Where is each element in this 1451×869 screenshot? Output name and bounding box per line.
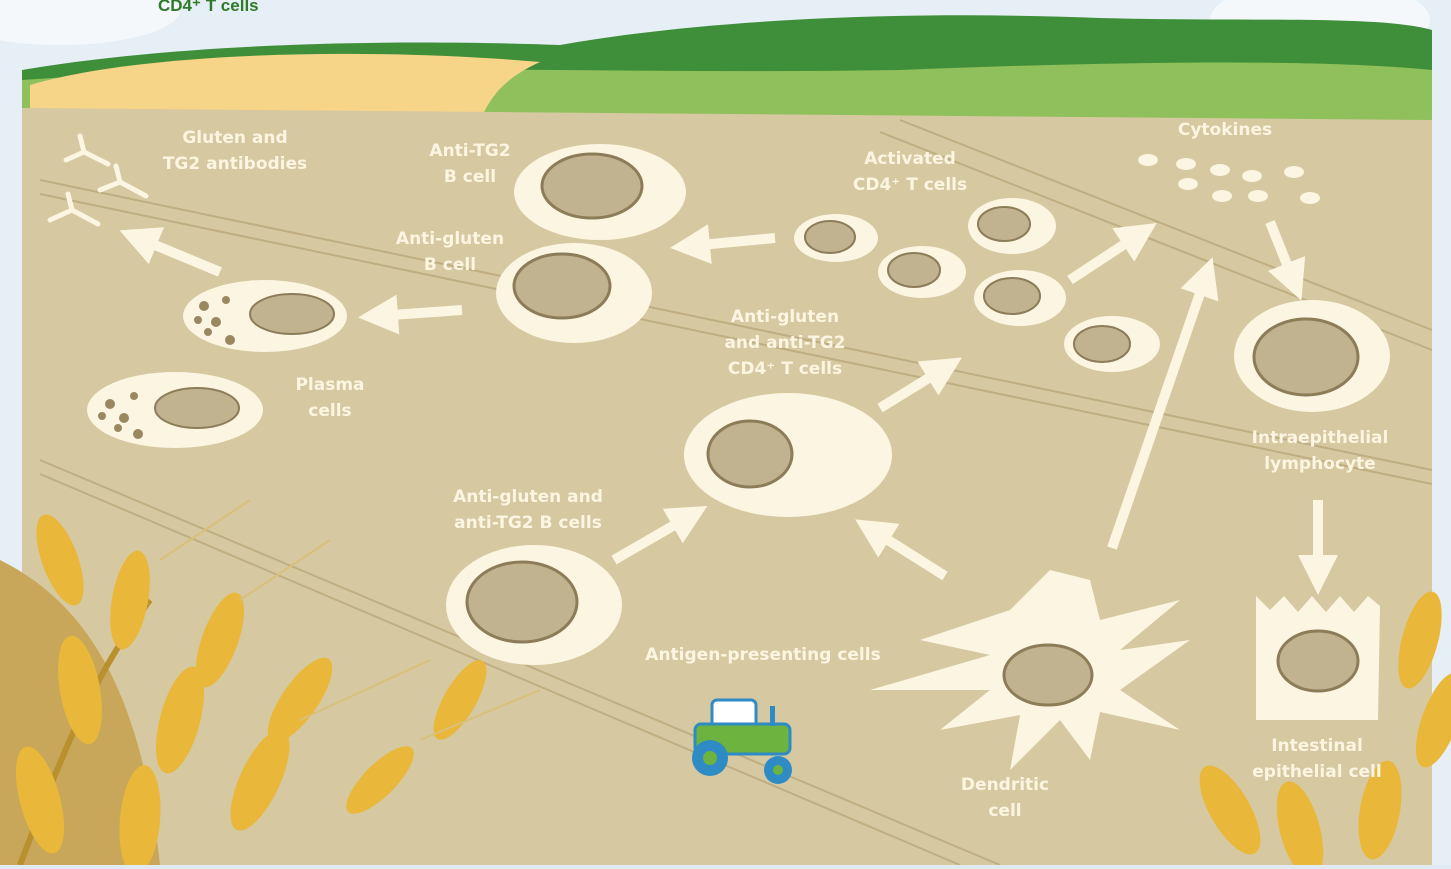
cd4-t-cells-central [684,393,892,517]
plasma-cell-lower [87,372,263,448]
label-line: lymphocyte [1222,451,1418,477]
label-line: Intraepithelial [1222,425,1418,451]
anti-gluten-tg2-b-cells [446,545,622,665]
label-line: cell [945,798,1065,824]
label-line: epithelial cell [1232,759,1402,785]
label-anti-gluten-tg2-cd4: Anti-gluten and anti-TG2 CD4⁺ T cells [690,304,880,382]
label-line: Activated [815,146,1005,172]
intestinal-epithelial-cell [1256,596,1380,720]
label-activated-cd4-t-cells: Activated CD4⁺ T cells [815,146,1005,198]
label-line: Anti-TG2 [400,138,540,164]
label-line: CD4⁺ T cells [815,172,1005,198]
label-line: Anti-gluten and [420,484,636,510]
label-line: B cell [370,252,530,278]
label-line: CD4⁺ T cells [690,356,880,382]
label-dendritic-cell: Dendritic cell [945,772,1065,824]
arrow-bcell-to-plasma [378,310,462,316]
label-line: anti-TG2 B cells [420,510,636,536]
label-anti-tg2-b-cell: Anti-TG2 B cell [400,138,540,190]
label-antigen-presenting-cells: Antigen-presenting cells [618,642,908,668]
label-intestinal-epithelial-cell: Intestinal epithelial cell [1232,733,1402,785]
label-line: B cell [400,164,540,190]
label-line: Dendritic [945,772,1065,798]
label-cytokines: Cytokines [1155,117,1295,143]
label-line: and anti-TG2 [690,330,880,356]
plasma-cell-upper [183,280,347,352]
label-line: Cytokines [1155,117,1295,143]
corner-label: CD4⁺ T cells [158,0,259,16]
label-line: Plasma [270,372,390,398]
label-anti-gluten-tg2-b-cells: Anti-gluten and anti-TG2 B cells [420,484,636,536]
label-line: cells [270,398,390,424]
label-plasma-cells: Plasma cells [270,372,390,424]
label-gluten-tg2-antibodies: Gluten and TG2 antibodies [130,125,340,177]
intraepithelial-lymphocyte [1234,300,1390,412]
label-line: Anti-gluten [690,304,880,330]
label-line: Antigen-presenting cells [618,642,908,668]
label-anti-gluten-b-cell: Anti-gluten B cell [370,226,530,278]
label-line: Intestinal [1232,733,1402,759]
label-line: TG2 antibodies [130,151,340,177]
label-line: Gluten and [130,125,340,151]
label-line: Anti-gluten [370,226,530,252]
label-intraepithelial-lymphocyte: Intraepithelial lymphocyte [1222,425,1418,477]
